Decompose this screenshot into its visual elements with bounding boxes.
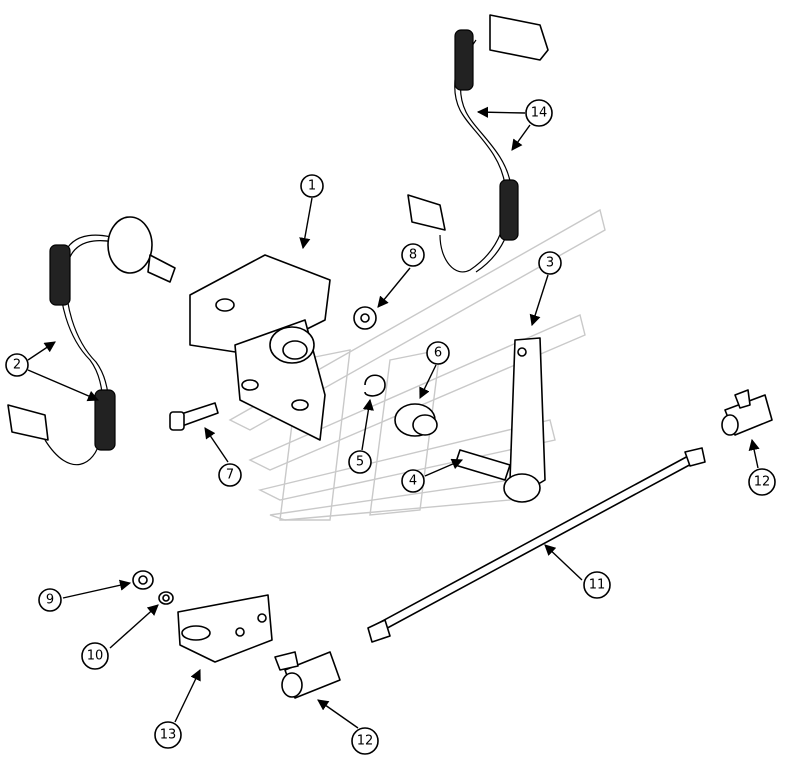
callout-4: 4 xyxy=(401,469,425,493)
callout-12-lower: 12 xyxy=(351,727,379,755)
lock-washer xyxy=(353,306,377,330)
callout-label: 12 xyxy=(357,734,374,749)
callout-2: 2 xyxy=(5,353,29,377)
callout-14: 14 xyxy=(525,99,553,127)
callout-1: 1 xyxy=(300,174,324,198)
callout-label: 7 xyxy=(226,468,234,483)
callout-label: 3 xyxy=(546,256,554,271)
callout-label: 2 xyxy=(13,358,21,373)
bolt xyxy=(169,402,219,431)
e-clip xyxy=(364,374,386,397)
callout-12-upper: 12 xyxy=(748,468,776,496)
callout-label: 10 xyxy=(87,649,104,664)
callout-label: 12 xyxy=(754,475,771,490)
ball-joint-lower xyxy=(274,651,341,699)
bracket xyxy=(189,254,331,441)
callout-11: 11 xyxy=(583,571,611,599)
callout-6: 6 xyxy=(426,341,450,365)
callout-8: 8 xyxy=(401,243,425,267)
callout-label: 11 xyxy=(589,578,606,593)
nut xyxy=(132,570,154,590)
angle-bracket xyxy=(177,594,273,663)
callout-label: 8 xyxy=(409,248,417,263)
rod xyxy=(367,447,706,643)
wiring-harness-upper xyxy=(407,14,549,273)
callout-label: 5 xyxy=(356,455,364,470)
callout-label: 13 xyxy=(160,728,177,743)
callout-label: 9 xyxy=(46,593,54,608)
callout-label: 1 xyxy=(308,179,316,194)
callout-label: 4 xyxy=(409,474,417,489)
callout-10: 10 xyxy=(81,642,109,670)
ball-joint-upper xyxy=(721,389,773,436)
callout-9: 9 xyxy=(38,588,62,612)
bushing xyxy=(394,403,438,437)
callout-13: 13 xyxy=(154,721,182,749)
wiring-harness-left xyxy=(7,216,176,466)
callout-3: 3 xyxy=(538,251,562,275)
callout-5: 5 xyxy=(348,450,372,474)
washer xyxy=(158,591,174,605)
callout-7: 7 xyxy=(218,463,242,487)
leader-lines xyxy=(27,106,760,729)
shaft-and-lever xyxy=(454,337,546,503)
callout-label: 6 xyxy=(434,346,442,361)
callout-label: 14 xyxy=(531,106,548,121)
watermark-logo xyxy=(228,208,606,521)
